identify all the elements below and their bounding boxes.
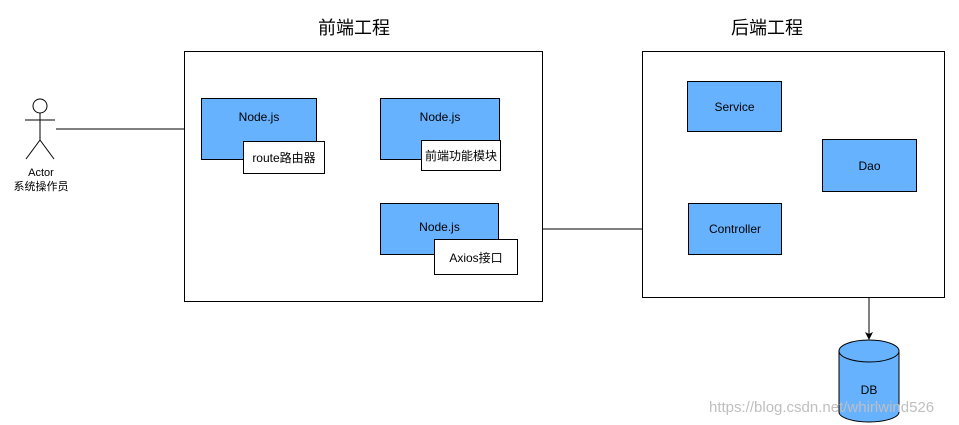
actor-label: Actor 系统操作员 xyxy=(0,166,82,194)
frontend-module-label: 前端功能模块 xyxy=(421,140,501,171)
db-cylinder-icon xyxy=(838,339,900,423)
route-router-label: route路由器 xyxy=(243,141,325,174)
axios-interface-label: Axios接口 xyxy=(434,239,518,275)
node-js-router-label: Node.js xyxy=(238,110,280,124)
service-label: Service xyxy=(714,99,755,114)
service-node: Service xyxy=(687,81,782,132)
actor-icon xyxy=(25,98,55,160)
actor-label-line2: 系统操作员 xyxy=(13,181,69,193)
frontend-title: 前端工程 xyxy=(318,18,390,38)
db-label: DB xyxy=(860,383,878,397)
node-js-axios-label: Node.js xyxy=(419,220,460,234)
watermark-text: https://blog.csdn.net/whirlwind526 xyxy=(709,399,935,416)
controller-node: Controller xyxy=(688,203,782,255)
node-js-module-label: Node.js xyxy=(419,110,461,124)
actor-label-line1: Actor xyxy=(28,167,54,179)
controller-label: Controller xyxy=(708,222,762,236)
dao-label: Dao xyxy=(858,158,881,173)
dao-node: Dao xyxy=(822,139,917,192)
backend-title: 后端工程 xyxy=(731,18,803,38)
